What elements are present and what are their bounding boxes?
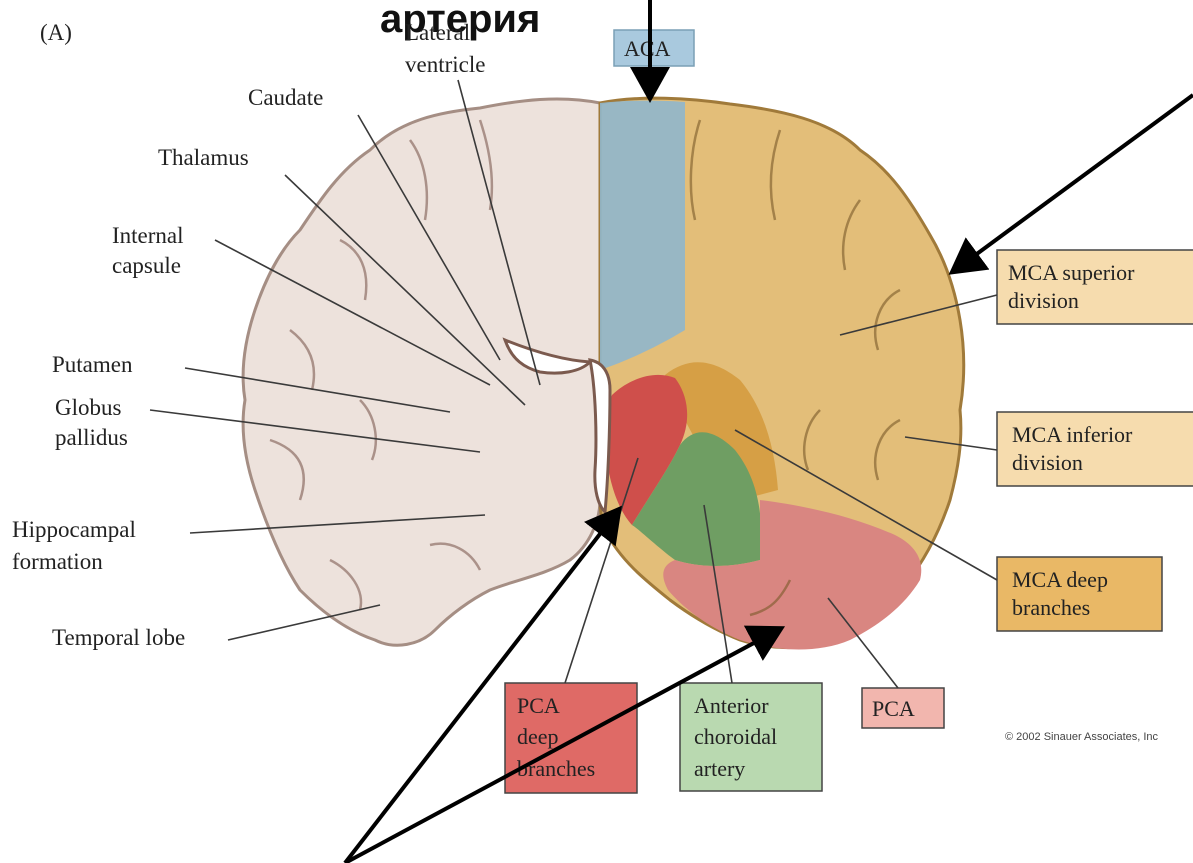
label-lateral-ventricle-line2: ventricle: [405, 52, 485, 77]
pca-deep-box: PCA deep branches: [505, 683, 637, 793]
label-internal-capsule-line1: Internal: [112, 223, 184, 248]
label-internal-capsule-line2: capsule: [112, 253, 181, 278]
svg-text:MCA deep: MCA deep: [1012, 567, 1108, 592]
mca-inferior-box: MCA inferior division: [997, 412, 1193, 486]
aca-territory: [600, 101, 685, 370]
label-hippocampal-formation-line1: Hippocampal: [12, 517, 136, 542]
mca-deep-box: MCA deep branches: [997, 557, 1162, 631]
label-putamen: Putamen: [52, 352, 133, 377]
label-hippocampal-formation-line2: formation: [12, 549, 103, 574]
label-temporal-lobe: Temporal lobe: [52, 625, 185, 650]
svg-text:Anterior: Anterior: [694, 693, 769, 718]
svg-text:division: division: [1012, 450, 1083, 475]
label-globus-pallidus-line2: pallidus: [55, 425, 128, 450]
panel-letter: (A): [40, 20, 72, 45]
svg-text:MCA superior: MCA superior: [1008, 260, 1135, 285]
label-thalamus: Thalamus: [158, 145, 249, 170]
svg-text:ACA: ACA: [624, 36, 671, 61]
label-lateral-ventricle-line1: Lateral: [405, 20, 470, 45]
aca-box: ACA: [614, 30, 694, 66]
svg-text:PCA: PCA: [872, 696, 915, 721]
mca-superior-box: MCA superior division: [997, 250, 1193, 324]
svg-text:deep: deep: [517, 724, 559, 749]
pca-box: PCA: [862, 688, 944, 728]
label-caudate: Caudate: [248, 85, 323, 110]
svg-text:branches: branches: [1012, 595, 1090, 620]
label-globus-pallidus-line1: Globus: [55, 395, 122, 420]
svg-text:choroidal: choroidal: [694, 724, 777, 749]
copyright-notice: © 2002 Sinauer Associates, Inc: [1005, 731, 1159, 743]
svg-text:branches: branches: [517, 756, 595, 781]
anterior-choroidal-box: Anterior choroidal artery: [680, 683, 822, 791]
svg-text:division: division: [1008, 288, 1079, 313]
arrow-to-mca-superior: [955, 95, 1193, 270]
svg-text:PCA: PCA: [517, 693, 560, 718]
svg-text:artery: artery: [694, 756, 745, 781]
svg-text:MCA inferior: MCA inferior: [1012, 422, 1133, 447]
